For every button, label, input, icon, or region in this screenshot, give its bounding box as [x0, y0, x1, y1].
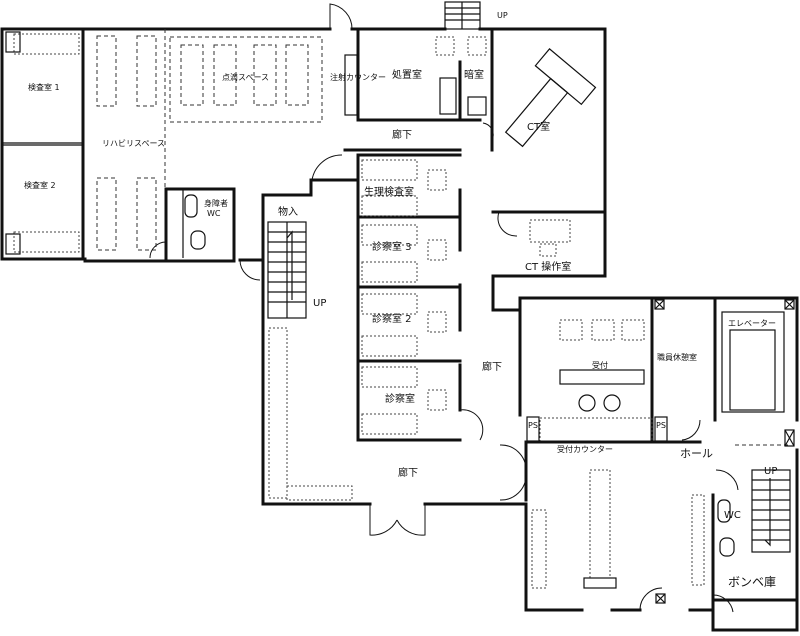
ct-control-furniture — [529, 219, 571, 257]
rehab-beds — [96, 35, 309, 251]
label-ps1: PS — [528, 421, 538, 430]
elevator-hall — [691, 444, 791, 586]
ct-gantry — [504, 48, 597, 148]
label-drip: 点滴スペース — [222, 72, 269, 82]
reception-counter-bench — [531, 469, 617, 589]
waiting-benches — [268, 327, 353, 501]
label-corridor-bottom: 廊下 — [398, 466, 418, 479]
label-ps2: PS — [656, 421, 666, 430]
label-accessible-wc-1: 身障者 — [204, 198, 228, 208]
left-wing-partitions — [2, 27, 323, 261]
label-up-top: UP — [497, 11, 508, 20]
label-staff-room: 職員休憩室 — [657, 352, 697, 362]
label-consult2: 診察室 2 — [372, 312, 412, 325]
label-reception: 受付 — [592, 360, 608, 370]
label-treatment: 処置室 — [392, 68, 422, 81]
consultation-rooms — [356, 153, 462, 442]
left-staircase — [267, 221, 307, 319]
label-elevator: エレベーター — [728, 319, 776, 328]
label-exam2: 検査室 2 — [24, 180, 56, 190]
label-injection-counter: 注射カウンター — [330, 72, 386, 82]
label-ct-room: CT室 — [527, 120, 550, 133]
treatment-area — [343, 27, 494, 152]
label-exam1: 検査室 1 — [28, 82, 60, 92]
label-hall: ホール — [680, 447, 713, 460]
label-darkroom: 暗室 — [464, 68, 484, 81]
top-staircase — [444, 1, 481, 30]
ps-markers — [654, 299, 795, 604]
label-corridor-mid: 廊下 — [482, 360, 502, 373]
label-corridor-top: 廊下 — [392, 128, 412, 141]
room-labels: 検査室 1 検査室 2 リハビリスペース 点滴スペース 注射カウンター 処置室 … — [24, 11, 777, 589]
label-consult3: 診察室 3 — [372, 240, 412, 253]
accessible-wc-fixtures — [182, 190, 206, 258]
label-rehab: リハビリスペース — [102, 139, 165, 148]
door-swings — [149, 3, 739, 613]
label-cylinder: ボンベ庫 — [728, 575, 776, 589]
label-up-left: UP — [313, 298, 326, 309]
label-physio: 生理検査室 — [364, 185, 414, 198]
label-ct-control: CT 操作室 — [525, 260, 571, 273]
label-wc: WC — [724, 510, 741, 521]
label-reception-counter: 受付カウンター — [557, 444, 613, 454]
label-consult1: 診察室 — [385, 392, 415, 405]
reception-area — [524, 296, 785, 444]
label-storage: 物入 — [278, 205, 298, 218]
label-accessible-wc-2: WC — [207, 209, 221, 218]
label-up-right: UP — [764, 466, 777, 477]
